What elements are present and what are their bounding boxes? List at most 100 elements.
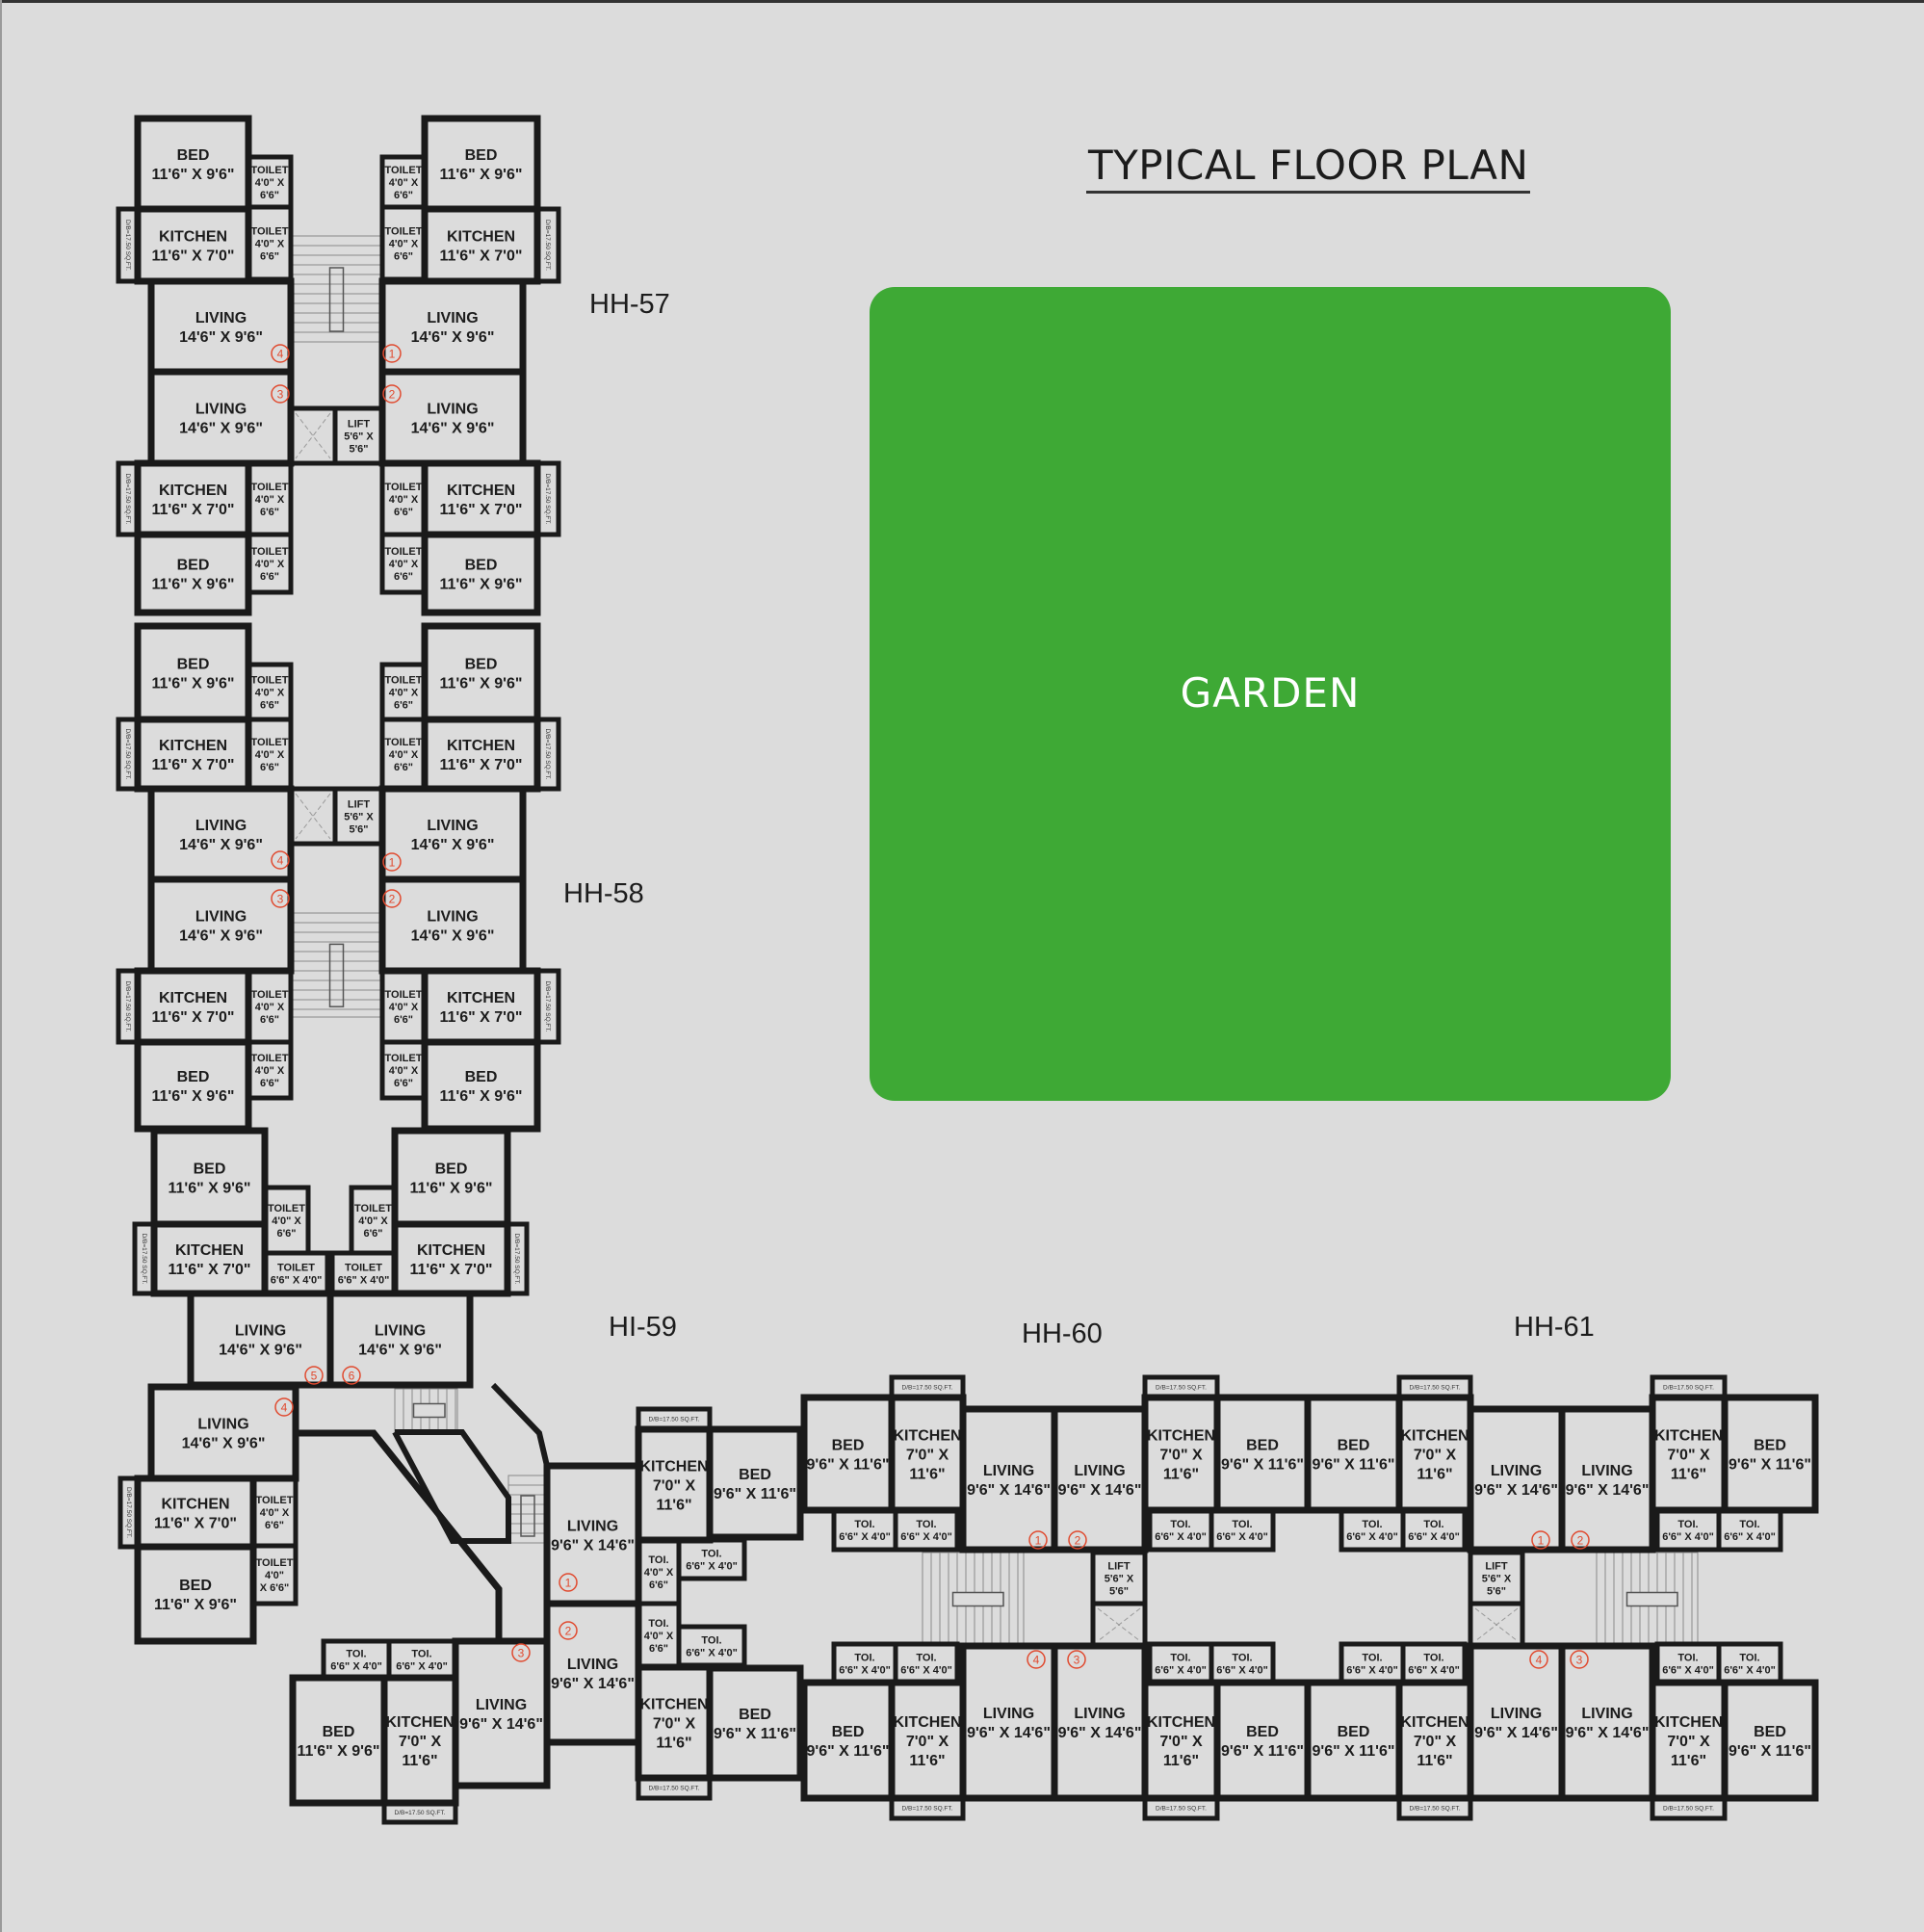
room-name-label: TOILET [251, 737, 289, 748]
room-dimension-label: 9'6" X 14'6" [1566, 1725, 1650, 1741]
room-dimension-label: 11'6" [402, 1753, 437, 1769]
building-label-hi-59: HI-59 [609, 1312, 677, 1343]
room-name-label: TOILET [385, 546, 423, 558]
room-dimension-label: 11'6" [1163, 1753, 1199, 1769]
room-toi: TOI.6'6" X 4'0" [321, 1638, 392, 1681]
unit-marker-4: 4 [274, 1397, 294, 1417]
room-dimension-label: 6'6" X 4'0" [271, 1274, 323, 1286]
room-dimension-label: 4'0" X [389, 177, 419, 189]
room-name-label: LIVING [983, 1463, 1034, 1479]
room-name-label: BED [323, 1724, 355, 1740]
svg-text:D/B=17.50 SQ.FT.: D/B=17.50 SQ.FT. [124, 220, 131, 271]
room-name-label: LIVING [1581, 1706, 1632, 1722]
room-name-label: KITCHEN [1654, 1714, 1723, 1731]
room-dimension-label: 9'6" X 14'6" [551, 1538, 635, 1554]
room-name-label: LIVING [983, 1706, 1034, 1722]
room-dimension-label: 5'6" X [344, 431, 374, 442]
room-name-label: LIVING [195, 909, 247, 926]
room-dimension-label: 11'6" X 7'0" [440, 757, 523, 773]
svg-text:2: 2 [389, 893, 396, 906]
room-name-label: BED [1338, 1724, 1370, 1740]
room-dimension-label: 4'0" X [255, 177, 285, 189]
room-name-label: KITCHEN [159, 229, 227, 246]
room-name-label: LIVING [1581, 1463, 1632, 1479]
unit-marker-5: 5 [304, 1366, 324, 1385]
room-name-label: KITCHEN [1400, 1714, 1469, 1731]
room-name-label: TOI. [1362, 1652, 1382, 1663]
room-name-label: BED [465, 657, 498, 673]
room-dimension-label: 6'6" [394, 190, 413, 201]
svg-text:D/B=17.50 SQ.FT.: D/B=17.50 SQ.FT. [125, 1487, 132, 1538]
room-dimension-label: 4'0" X [389, 687, 419, 698]
room-dimension-label: 11'6" X 7'0" [440, 502, 523, 518]
room-dimension-label: 9'6" X 11'6" [1729, 1743, 1811, 1760]
room-name-label: KITCHEN [893, 1714, 961, 1731]
room-dimension-label: 6'6" [394, 571, 413, 583]
unit-marker-3: 3 [271, 889, 290, 908]
room-dimension-label: 11'6" X 9'6" [440, 167, 523, 183]
room-dimension-label: 6'6" X 4'0" [1155, 1531, 1207, 1543]
room-name-label: BED [1338, 1438, 1370, 1454]
room-name-label: TOILET [385, 674, 423, 686]
room-name-label: TOILET [251, 225, 289, 237]
svg-text:3: 3 [518, 1647, 525, 1660]
unit-marker-4: 4 [1027, 1650, 1046, 1669]
room-dimension-label: 6'6" X 4'0" [330, 1660, 382, 1672]
room-name-label: BED [177, 558, 210, 574]
room-dimension-label: 4'0" [265, 1570, 284, 1581]
room-dimension-label: 6'6" [260, 1014, 279, 1026]
room-name-label: LIVING [1074, 1463, 1125, 1479]
room-name-label: TOILET [354, 1203, 392, 1214]
garden-label: GARDEN [1180, 669, 1361, 717]
svg-text:6: 6 [349, 1370, 355, 1383]
room-dimension-label: 14'6" X 9'6" [179, 837, 263, 853]
room-dimension-label: 6'6" X 4'0" [1724, 1664, 1776, 1676]
room-dimension-label: 11'6" [1671, 1467, 1706, 1483]
room-name-label: TOI. [1232, 1652, 1252, 1663]
shaft-icon [288, 405, 338, 466]
room-dimension-label: 14'6" X 9'6" [411, 837, 495, 853]
room-name-label: TOI. [648, 1618, 668, 1630]
room-dimension-label: 6'6" [363, 1228, 382, 1240]
room-dimension-label: 11'6" [1671, 1753, 1706, 1769]
room-name-label: TOI. [346, 1648, 366, 1659]
room-name-label: TOI. [854, 1652, 874, 1663]
room-dimension-label: 4'0" X [260, 1507, 290, 1519]
hi59-diagonal-walls [297, 1382, 550, 1644]
room-dimension-label: 14'6" X 9'6" [411, 329, 495, 346]
room-dimension-label: 9'6" X 11'6" [714, 1486, 796, 1502]
svg-text:2: 2 [565, 1625, 572, 1638]
room-name-label: LIVING [1491, 1463, 1542, 1479]
room-dimension-label: 6'6" [260, 571, 279, 583]
unit-marker-4: 4 [1529, 1650, 1548, 1669]
room-dimension-label: 6'6" X 4'0" [1346, 1531, 1398, 1543]
room-dimension-label: 14'6" X 9'6" [179, 928, 263, 945]
room-dimension-label: 11'6" X 9'6" [169, 1181, 251, 1197]
room-name-label: LIVING [195, 310, 247, 326]
svg-text:D/B=17.50 SQ.FT.: D/B=17.50 SQ.FT. [1156, 1806, 1207, 1813]
dry-balcony: D/B=17.50 SQ.FT. [889, 1795, 966, 1821]
svg-text:D/B=17.50 SQ.FT.: D/B=17.50 SQ.FT. [395, 1810, 446, 1816]
room-dimension-label: 7'0" X [1414, 1734, 1457, 1750]
room-dimension-label: 11'6" [656, 1736, 691, 1752]
svg-text:D/B=17.50 SQ.FT.: D/B=17.50 SQ.FT. [1663, 1385, 1714, 1392]
room-dimension-label: 9'6" X 14'6" [1058, 1482, 1142, 1499]
room-dimension-label: 9'6" X 14'6" [1474, 1482, 1558, 1499]
building-label-hh-60: HH-60 [1022, 1318, 1103, 1349]
room-dimension-label: 11'6" X 7'0" [152, 248, 235, 265]
svg-text:3: 3 [277, 893, 284, 906]
